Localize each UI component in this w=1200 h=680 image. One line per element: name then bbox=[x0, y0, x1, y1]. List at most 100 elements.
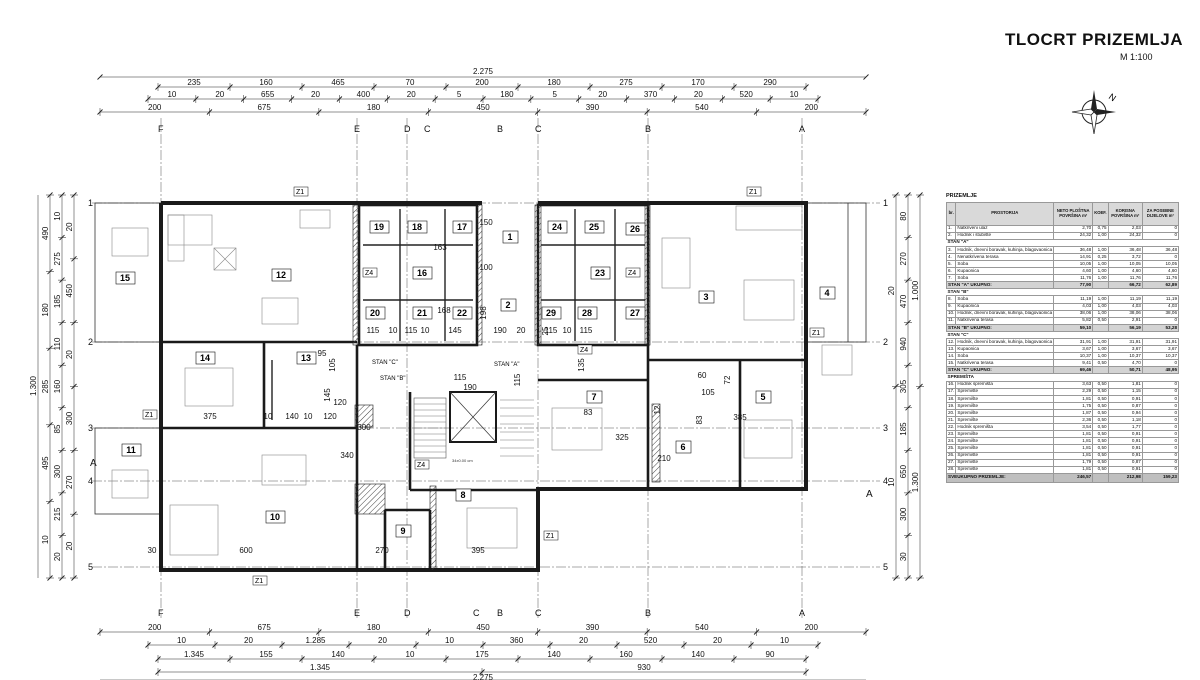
schedule-cell: 0,50 bbox=[1092, 359, 1109, 368]
room-number: 15 bbox=[120, 273, 130, 283]
room-number: 25 bbox=[589, 222, 599, 232]
svg-text:Z1: Z1 bbox=[255, 578, 263, 585]
schedule-cell bbox=[1092, 323, 1109, 332]
schedule-cell: 36,48 bbox=[1053, 245, 1094, 254]
schedule-cell: 36,48 bbox=[1141, 245, 1180, 254]
dimension-value: 20 bbox=[244, 636, 253, 645]
wall-tag-z1: Z1 bbox=[543, 530, 559, 541]
dimension-value: 145 bbox=[448, 326, 462, 335]
schedule-cell: Natkriveni ulaz bbox=[955, 224, 1055, 233]
room-number: 18 bbox=[412, 222, 422, 232]
dimension-value: 115 bbox=[513, 373, 522, 386]
schedule-cell bbox=[1092, 472, 1109, 483]
schedule-cell: 159,23 bbox=[1141, 472, 1180, 483]
schedule-cell: 0 bbox=[1141, 437, 1180, 446]
schedule-cell: Hodnik spremišta bbox=[955, 423, 1055, 432]
dimension-value: 540 bbox=[695, 103, 709, 112]
schedule-cell: 0,50 bbox=[1092, 401, 1109, 410]
dimension-value: 300 bbox=[899, 507, 908, 521]
dimension-value: 90 bbox=[766, 650, 775, 659]
dimension-value: 285 bbox=[41, 379, 50, 393]
schedule-cell: STAN "C" UKUPNO: bbox=[945, 366, 1055, 375]
dimension-value: 10 bbox=[421, 326, 430, 335]
dimension-value: 160 bbox=[53, 379, 62, 393]
room-label-28: 28 bbox=[577, 306, 598, 320]
dimension-value: 180 bbox=[500, 90, 514, 99]
dimension-value: 275 bbox=[53, 252, 62, 266]
schedule-cell: 20. bbox=[945, 408, 957, 418]
dimension-value: 300 bbox=[65, 411, 74, 425]
schedule-cell: Spremište bbox=[955, 394, 1055, 403]
schedule-header-cell: PROSTORIJA bbox=[955, 201, 1055, 226]
dimension-value: 70 bbox=[406, 78, 415, 87]
schedule-cell: 10,37 bbox=[1107, 352, 1143, 361]
dimension-value: 200 bbox=[148, 623, 162, 632]
room-number: 8 bbox=[460, 490, 465, 500]
schedule-cell: 0,91 bbox=[1107, 437, 1143, 446]
dimension-value: 170 bbox=[691, 78, 705, 87]
schedule-group-label: SPREMIŠTA bbox=[946, 373, 1179, 382]
schedule-cell: 14. bbox=[945, 352, 957, 361]
compass-icon: N bbox=[1071, 90, 1118, 135]
schedule-cell: 1,15 bbox=[1107, 387, 1143, 396]
schedule-cell: 0,50 bbox=[1092, 394, 1109, 403]
dimension-value: 400 bbox=[357, 90, 371, 99]
schedule-cell: 3,72 bbox=[1107, 252, 1143, 261]
dimension-value: 10 bbox=[41, 535, 50, 544]
room-label-6: 6 bbox=[675, 440, 692, 454]
schedule-cell: 1,81 bbox=[1053, 444, 1094, 453]
dimension-value: 200 bbox=[475, 78, 489, 87]
dimension-value: 270 bbox=[375, 546, 389, 555]
dimension-value: 385 bbox=[733, 413, 747, 422]
schedule-cell: 1. bbox=[945, 224, 957, 233]
schedule-cell: Spremište bbox=[955, 408, 1055, 418]
room-number: 7 bbox=[591, 392, 596, 402]
axis-label-E-top: E bbox=[354, 124, 360, 134]
schedule-cell: 31,91 bbox=[1107, 337, 1143, 347]
dimension-value: 270 bbox=[65, 475, 74, 489]
dimension-value: 20 bbox=[694, 90, 703, 99]
schedule-cell: 1,00 bbox=[1092, 274, 1109, 283]
schedule-cell: 26. bbox=[945, 451, 957, 460]
dimension-value: 10 bbox=[53, 211, 62, 220]
schedule-cell: 2,70 bbox=[1053, 224, 1094, 233]
schedule-cell: 0,50 bbox=[1092, 316, 1109, 325]
svg-text:Z1: Z1 bbox=[546, 533, 554, 540]
schedule-cell: 10,05 bbox=[1107, 259, 1143, 269]
axis-label-4-right: 4 bbox=[883, 476, 888, 486]
schedule-cell: 0 bbox=[1141, 359, 1180, 368]
room-label-8: 8 bbox=[455, 488, 472, 502]
schedule-cell: 8. bbox=[945, 295, 957, 304]
axis-label-B-bottom: B bbox=[497, 608, 503, 618]
schedule-group-label: STAN "A" bbox=[946, 238, 1179, 247]
sheet-title: TLOCRT PRIZEMLJA bbox=[1005, 30, 1183, 49]
room-number: 24 bbox=[552, 222, 562, 232]
dimension-value: 175 bbox=[475, 650, 489, 659]
schedule-cell: 5. bbox=[945, 259, 957, 269]
dimension-value: 1.345 bbox=[184, 650, 205, 659]
schedule-cell: 3,67 bbox=[1141, 345, 1180, 354]
schedule-section: PRIZEMLJE bbox=[946, 193, 977, 199]
dimension-value: 270 bbox=[899, 252, 908, 266]
axis-label-A-bottom: A bbox=[799, 608, 805, 618]
schedule-cell: 1,18 bbox=[1107, 416, 1143, 425]
dimension-value: 340 bbox=[340, 451, 354, 460]
dimension-value: 395 bbox=[471, 546, 485, 555]
dimension-value: 20 bbox=[53, 552, 62, 561]
dimension-value: 115 bbox=[367, 326, 380, 335]
dimension-value: 25 bbox=[541, 326, 550, 335]
schedule-cell: 1,81 bbox=[1053, 465, 1094, 474]
dimension-value: 110 bbox=[53, 337, 62, 350]
stan-c-label: STAN "C" bbox=[372, 360, 398, 366]
hatched-walls bbox=[352, 204, 661, 571]
schedule-cell: 62,89 bbox=[1141, 281, 1180, 290]
room-number: 6 bbox=[680, 442, 685, 452]
dimension-value: 160 bbox=[619, 650, 633, 659]
schedule-cell: Spremište bbox=[955, 458, 1055, 467]
